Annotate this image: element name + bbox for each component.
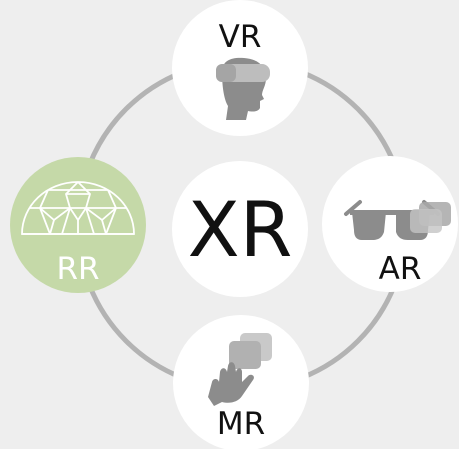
node-vr-label: VR <box>219 19 262 55</box>
center-label: XR <box>188 185 293 274</box>
geodesic-dome-icon <box>21 181 135 235</box>
node-rr-label: RR <box>56 251 99 287</box>
node-ar-label: AR <box>379 251 422 287</box>
node-rr: RR <box>10 157 146 293</box>
mr-hand-screens-icon <box>208 333 272 406</box>
node-vr: VR <box>172 0 308 136</box>
center-node: XR <box>172 161 308 297</box>
node-ar: AR <box>322 156 458 292</box>
vr-headset-head-icon <box>216 57 270 120</box>
node-mr: MR <box>173 315 309 449</box>
node-mr-label: MR <box>217 406 265 442</box>
ar-glasses-icon <box>344 200 451 240</box>
